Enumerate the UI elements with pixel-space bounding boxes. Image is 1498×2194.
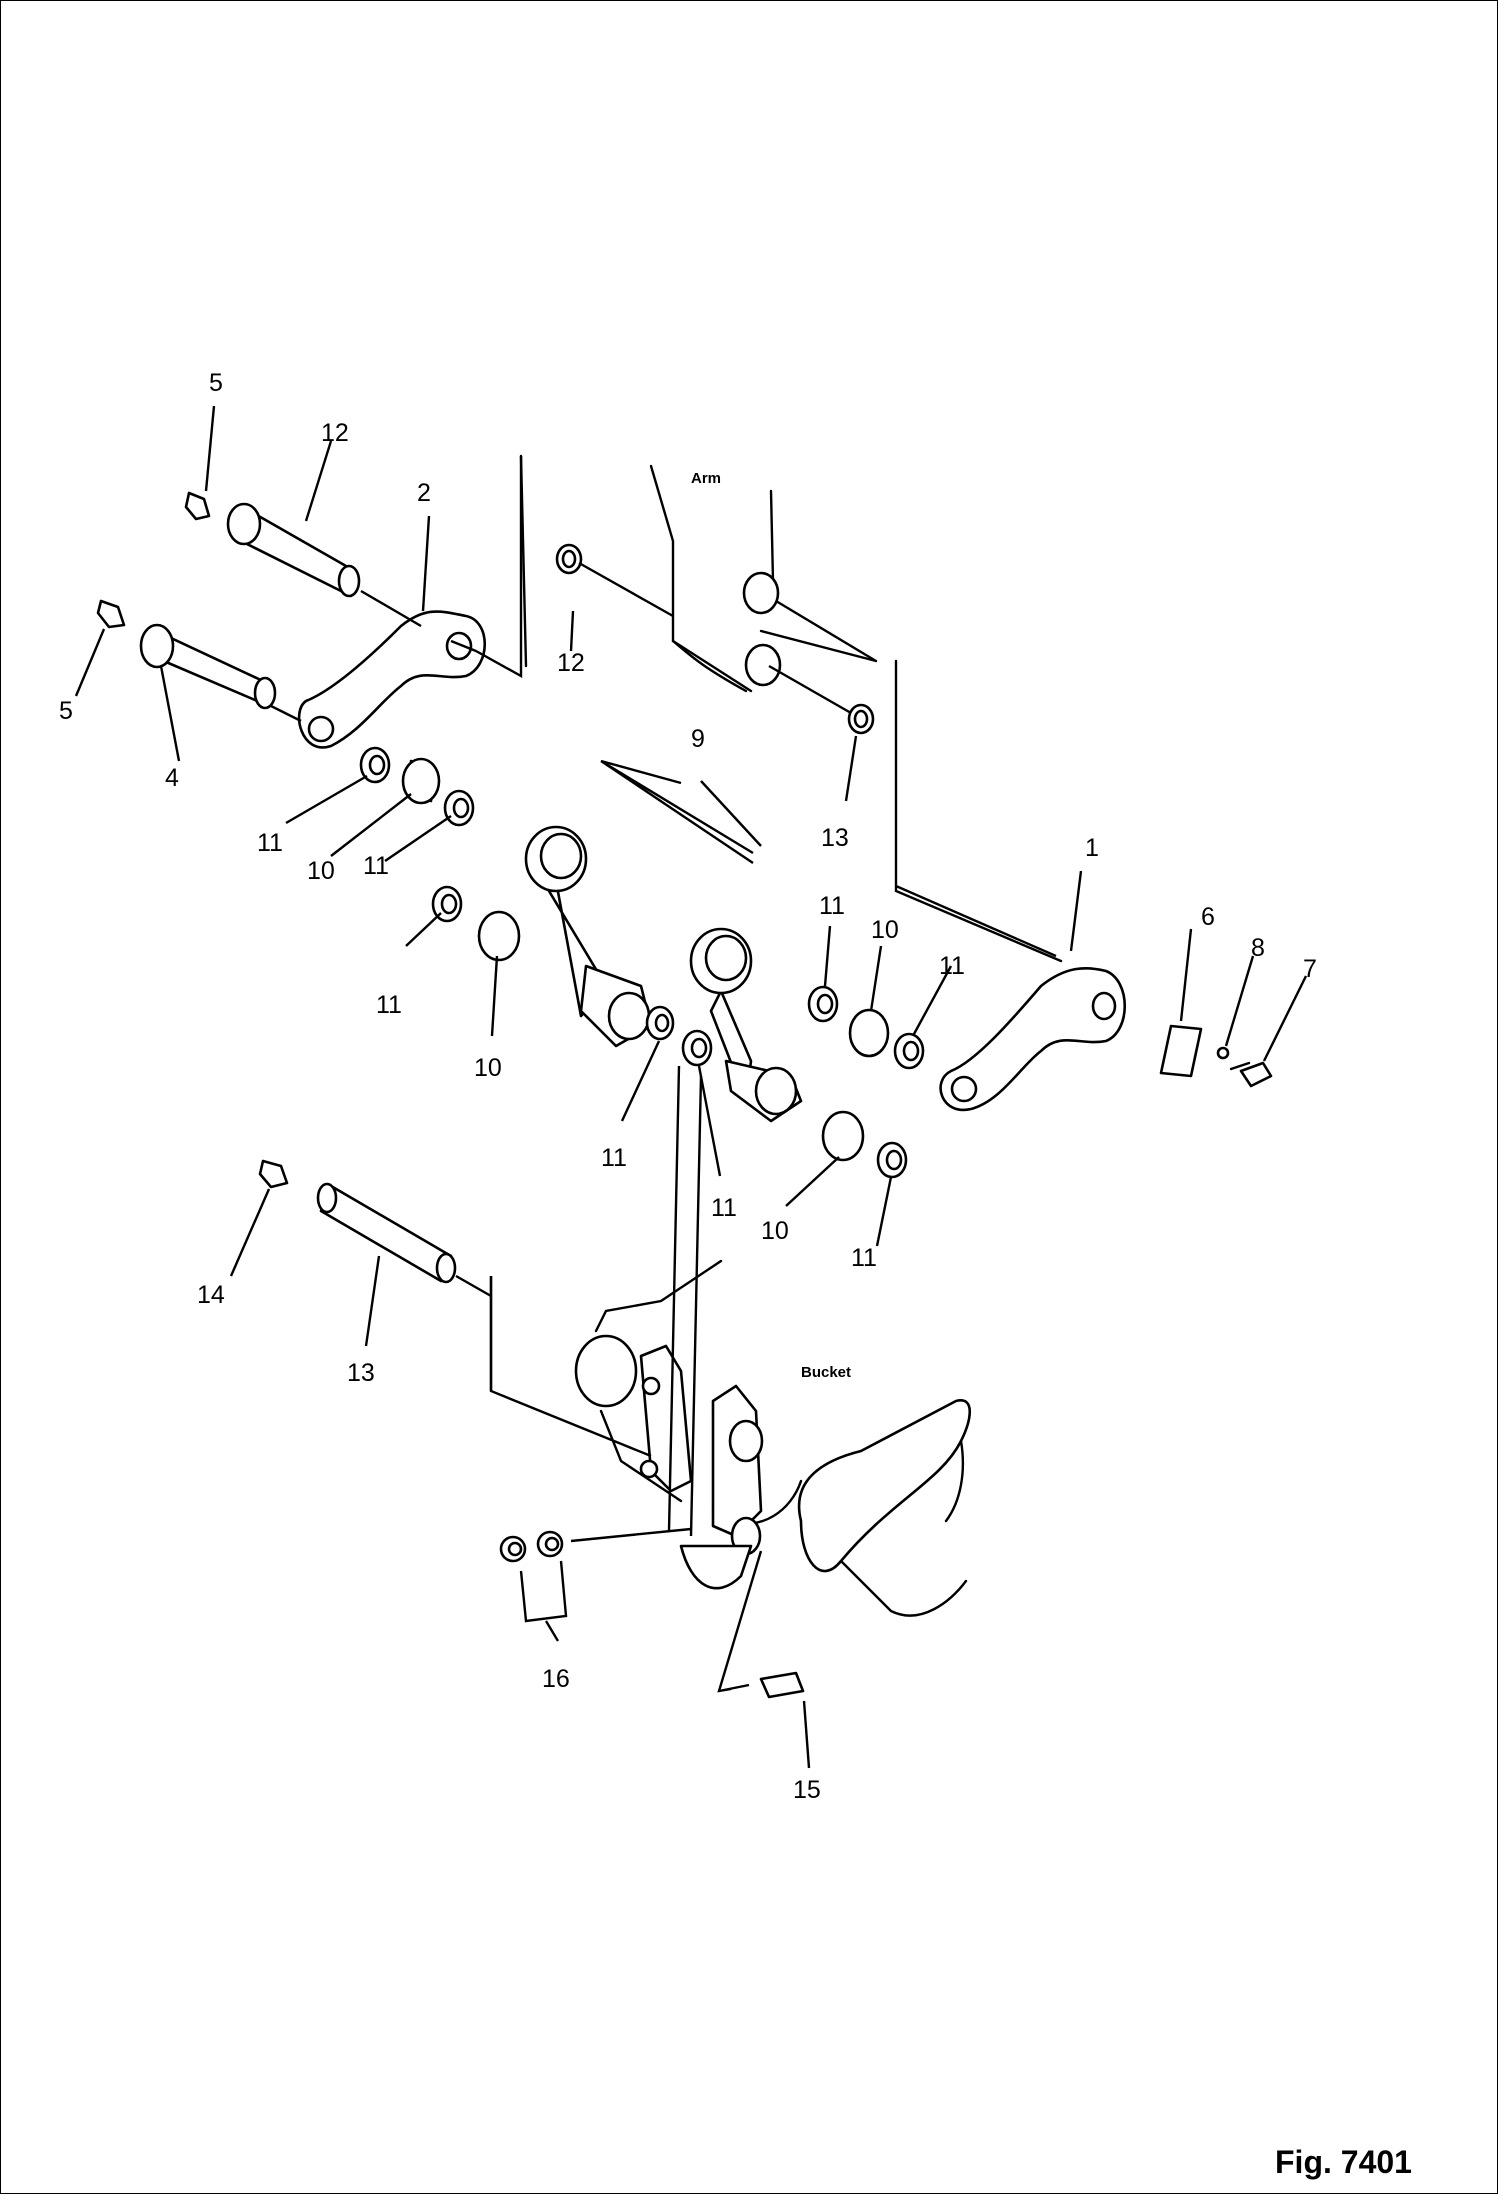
callout-label: 11: [257, 829, 283, 857]
link-9: [524, 825, 803, 1123]
callout-numbers: 5 12 2 12 5 4 9 13 1 11 10 11 11 10 11 1…: [59, 369, 1317, 1804]
pin-13: [258, 1159, 457, 1284]
callout-label: 16: [542, 1665, 570, 1693]
callout-label: 14: [197, 1281, 225, 1309]
callout-label: 8: [1251, 934, 1265, 962]
callout-label: 4: [165, 764, 179, 792]
callout-label: 10: [474, 1054, 502, 1082]
callout-label: 1: [1085, 834, 1099, 862]
callout-label: 11: [939, 952, 965, 980]
callout-label: 12: [321, 419, 349, 447]
nuts-and-bolt: [499, 1530, 805, 1699]
callout-label: 13: [347, 1359, 375, 1387]
callout-label: 11: [363, 852, 389, 880]
assembly-lines: [270, 456, 1057, 1693]
callout-label: 15: [793, 1776, 821, 1804]
callout-label: 11: [711, 1194, 737, 1222]
bucket-body: Bucket: [574, 1259, 971, 1617]
callout-label: 10: [761, 1217, 789, 1245]
link-2: [297, 610, 487, 749]
bushings-and-seals: [359, 543, 925, 1179]
callout-label: 11: [819, 892, 845, 920]
pin-4: [96, 599, 277, 710]
link-1: [939, 966, 1126, 1112]
figure-label: Fig. 7401: [1275, 2144, 1412, 2180]
callout-label: 13: [821, 824, 849, 852]
callout-label: 12: [557, 649, 585, 677]
callout-label: 10: [307, 857, 335, 885]
callout-label: 2: [417, 479, 431, 507]
arm-label: Arm: [691, 470, 721, 487]
callout-label: 9: [691, 725, 705, 753]
plate-washer-bolt: [1159, 1024, 1273, 1088]
pin-3: [184, 491, 361, 598]
callout-label: 7: [1303, 955, 1317, 983]
callout-label: 11: [601, 1144, 627, 1172]
callout-label: 11: [851, 1244, 877, 1272]
callout-leaders: [74, 405, 1308, 1769]
bucket-label: Bucket: [801, 1364, 851, 1381]
callout-label: 5: [209, 369, 223, 397]
arm-outline: Arm: [519, 454, 1063, 963]
callout-label: 10: [871, 916, 899, 944]
callout-label: 6: [1201, 903, 1215, 931]
callout-label: 5: [59, 697, 73, 725]
callout-label: 11: [376, 991, 402, 1019]
